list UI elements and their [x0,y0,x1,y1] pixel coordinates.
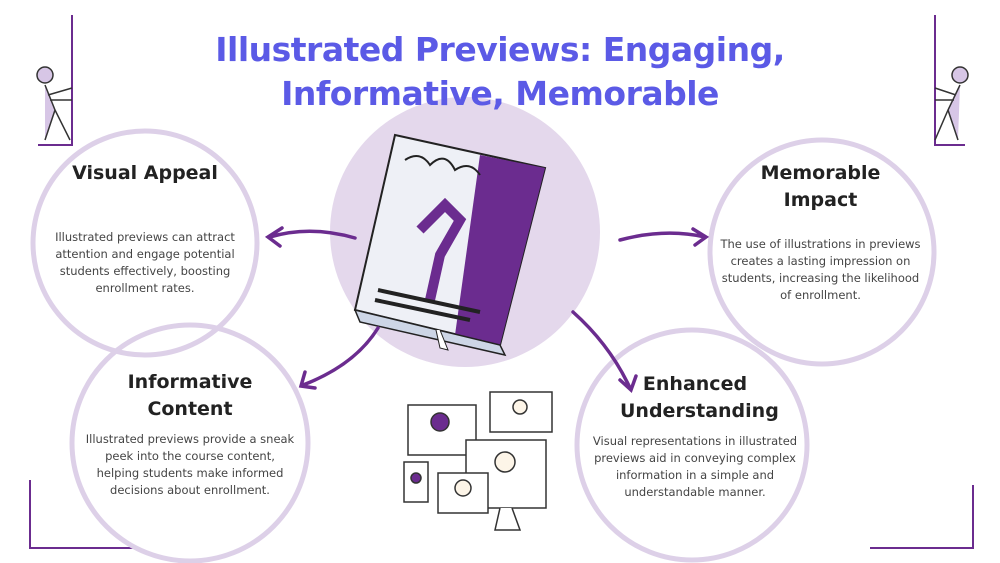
card-heading: Enhanced Understanding [620,373,779,422]
circle-visual-appeal [30,128,260,358]
card-body: Visual representations in illustrated pr… [592,434,798,499]
circle-memorable-impact [707,137,937,367]
video-call-illustration [403,391,553,531]
card-body: Illustrated previews can attract attenti… [55,230,235,295]
corner-brackets [29,15,974,549]
page-title: Illustrated Previews: Engaging, Informat… [215,30,785,113]
card-heading: Informative Content [127,371,253,420]
arrow-to-enhanced-understanding [571,310,638,394]
card-body: The use of illustrations in previews cre… [720,237,921,302]
card-informative-content: Informative Content Illustrated previews… [85,369,295,499]
arrow-to-visual-appeal [264,226,357,248]
bracket-bottom-right [870,485,974,549]
person-pushing-left-icon [36,66,73,141]
circle-informative-content [69,322,311,563]
bracket-bottom-left [29,480,135,549]
card-visual-appeal: Visual Appeal Illustrated previews can a… [45,160,245,297]
card-heading: Visual Appeal [72,162,218,184]
person-pushing-right-icon [934,66,969,141]
circle-enhanced-understanding [574,327,810,563]
card-memorable-impact: Memorable Impact The use of illustration… [718,160,923,304]
card-heading: Memorable Impact [760,162,881,211]
arrow-to-memorable-impact [618,227,710,247]
card-enhanced-understanding: Enhanced Understanding Visual representa… [590,371,800,501]
bracket-top-right [934,15,965,146]
bracket-top-left [38,15,73,146]
arrow-to-informative-content [298,326,380,390]
card-body: Illustrated previews provide a sneak pee… [85,432,295,497]
book-illustration [353,133,547,357]
arrows [264,226,710,394]
